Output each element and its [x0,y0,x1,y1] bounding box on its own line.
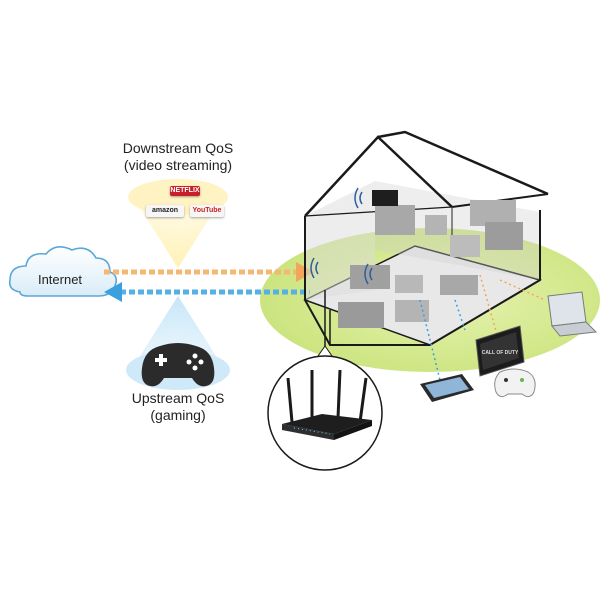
cloud-icon [8,246,118,297]
laptop-icon [547,291,598,337]
tv-icon [372,190,398,206]
gamepad-icon [141,343,215,387]
router-icon [282,369,372,440]
game-screen-text: CALL OF DUTY [482,350,519,356]
router-zoom [267,290,383,471]
upstream-subtitle: (gaming) [150,407,206,423]
upstream-title: Upstream QoS [131,390,225,406]
controller-icon [494,368,536,398]
tablet-icon [420,374,474,402]
netflix-logo: NETFLIX [170,186,200,196]
amazon-logo: amazon [146,205,184,217]
youtube-logo: YouTube [190,205,224,217]
downstream-title: Downstream QoS [122,140,234,156]
internet-label: Internet [37,272,83,287]
upstream-arrow [104,282,310,302]
game-tv-icon: CALL OF DUTY [475,325,525,377]
downstream-subtitle: (video streaming) [123,157,233,173]
house [303,130,549,346]
wifi-icon [310,187,373,285]
